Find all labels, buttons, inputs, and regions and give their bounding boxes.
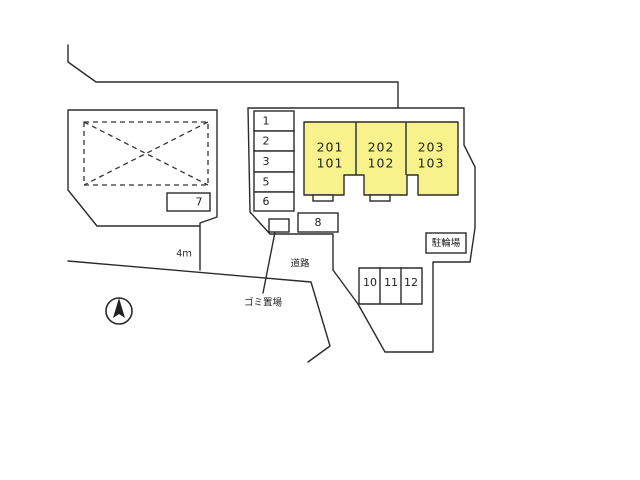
road-edge-line (67, 260, 331, 363)
unit-203-label: 203 (418, 140, 445, 155)
unit-103-label: 103 (418, 156, 445, 171)
road-width-label: 4ｍ (176, 249, 192, 260)
parking-space-8 (297, 212, 339, 233)
unit-102-label: 102 (368, 156, 395, 171)
parking-space-7 (166, 192, 211, 212)
garbage-area-leader (262, 231, 276, 294)
parking-space-7-label: 7 (196, 196, 203, 209)
neighbor-building-outline (83, 121, 209, 186)
parking-left-label: 1 (263, 115, 270, 128)
parking-space-6 (253, 191, 295, 212)
parking-space-1 (253, 110, 295, 132)
north-arrow-icon (105, 297, 133, 325)
parking-space-3 (253, 150, 295, 173)
parking-left-label: 6 (263, 195, 270, 208)
parking-space-11-label: 11 (384, 276, 398, 289)
parking-space-10-label: 10 (363, 276, 377, 289)
bicycle-parking-label: 駐輪場 (432, 237, 461, 249)
parking-left-label: 5 (263, 176, 270, 189)
parking-left-stack: 1 2 3 5 6 (253, 110, 295, 212)
entrance-step (312, 194, 334, 202)
unit-101-label: 101 (317, 156, 344, 171)
parking-space-8-label: 8 (315, 216, 322, 229)
boundary-top-line (67, 44, 399, 109)
unit-202-label: 202 (368, 140, 395, 155)
road-label: 道路 (290, 258, 310, 270)
garbage-area-box (268, 218, 290, 233)
unit-201-label: 201 (317, 140, 344, 155)
neighbor-lot-outline (67, 109, 218, 271)
parking-left-label: 3 (263, 155, 270, 168)
entrance-step (369, 194, 391, 202)
parking-space-12-label: 12 (404, 276, 418, 289)
parking-space-5 (253, 171, 295, 193)
parking-space-2 (253, 130, 295, 152)
apartment-building (303, 121, 459, 196)
garbage-area-label: ゴミ置場 (244, 297, 283, 309)
parking-left-label: 2 (263, 135, 270, 148)
main-lot-outline (247, 107, 476, 353)
bicycle-parking-box (425, 232, 467, 254)
